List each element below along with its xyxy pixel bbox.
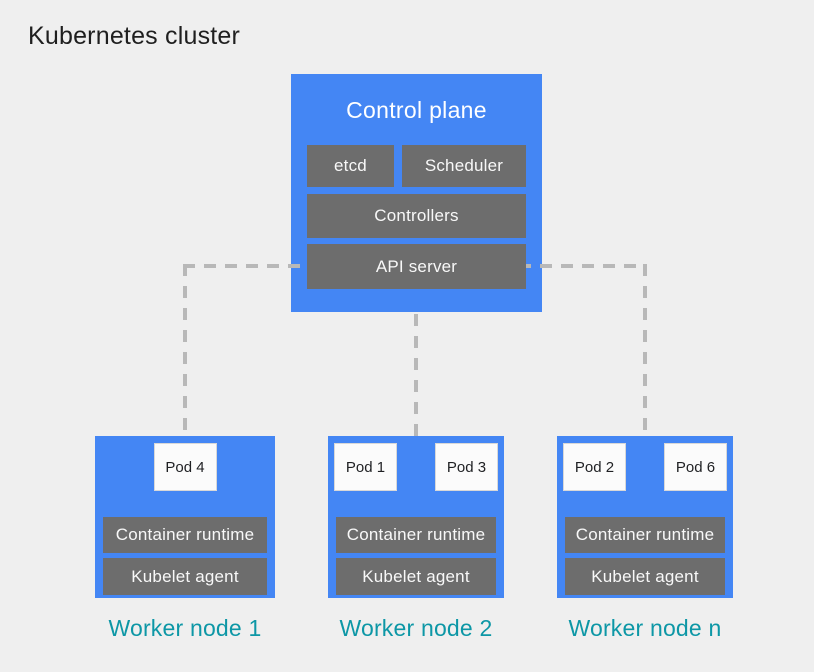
component-container-runtime: Container runtime (103, 517, 267, 553)
page-title: Kubernetes cluster (28, 22, 241, 50)
pod-box: Pod 1 (334, 443, 397, 491)
worker-node-n-box: Pod 2 Pod 6 Container runtime Kubelet ag… (557, 436, 733, 598)
pod-box: Pod 4 (153, 443, 217, 491)
component-api-server: API server (307, 244, 526, 289)
connector-line-worker-2 (414, 314, 418, 437)
component-kubelet-agent: Kubelet agent (336, 558, 496, 595)
worker-node-2-box: Pod 1 Pod 3 Container runtime Kubelet ag… (328, 436, 504, 598)
component-container-runtime: Container runtime (336, 517, 496, 553)
pod-box: Pod 6 (664, 443, 727, 491)
pod-box: Pod 2 (563, 443, 626, 491)
component-kubelet-agent: Kubelet agent (103, 558, 267, 595)
control-plane-components: etcd Scheduler Controllers API server (307, 145, 526, 289)
worker-node-2-label: Worker node 2 (339, 615, 493, 641)
connector-line-worker-1 (183, 264, 187, 436)
worker-node-n-label: Worker node n (568, 615, 722, 641)
component-controllers: Controllers (307, 194, 526, 238)
control-plane-title: Control plane (346, 97, 487, 123)
control-plane-box: Control plane etcd Scheduler Controllers… (291, 74, 542, 312)
connector-line-worker-n (643, 264, 647, 436)
component-kubelet-agent: Kubelet agent (565, 558, 725, 595)
pod-box: Pod 3 (435, 443, 498, 491)
worker-node-1-label: Worker node 1 (108, 615, 262, 641)
component-etcd: etcd (307, 145, 394, 187)
component-scheduler: Scheduler (402, 145, 526, 187)
worker-node-1-box: Pod 4 Container runtime Kubelet agent (95, 436, 275, 598)
component-container-runtime: Container runtime (565, 517, 725, 553)
